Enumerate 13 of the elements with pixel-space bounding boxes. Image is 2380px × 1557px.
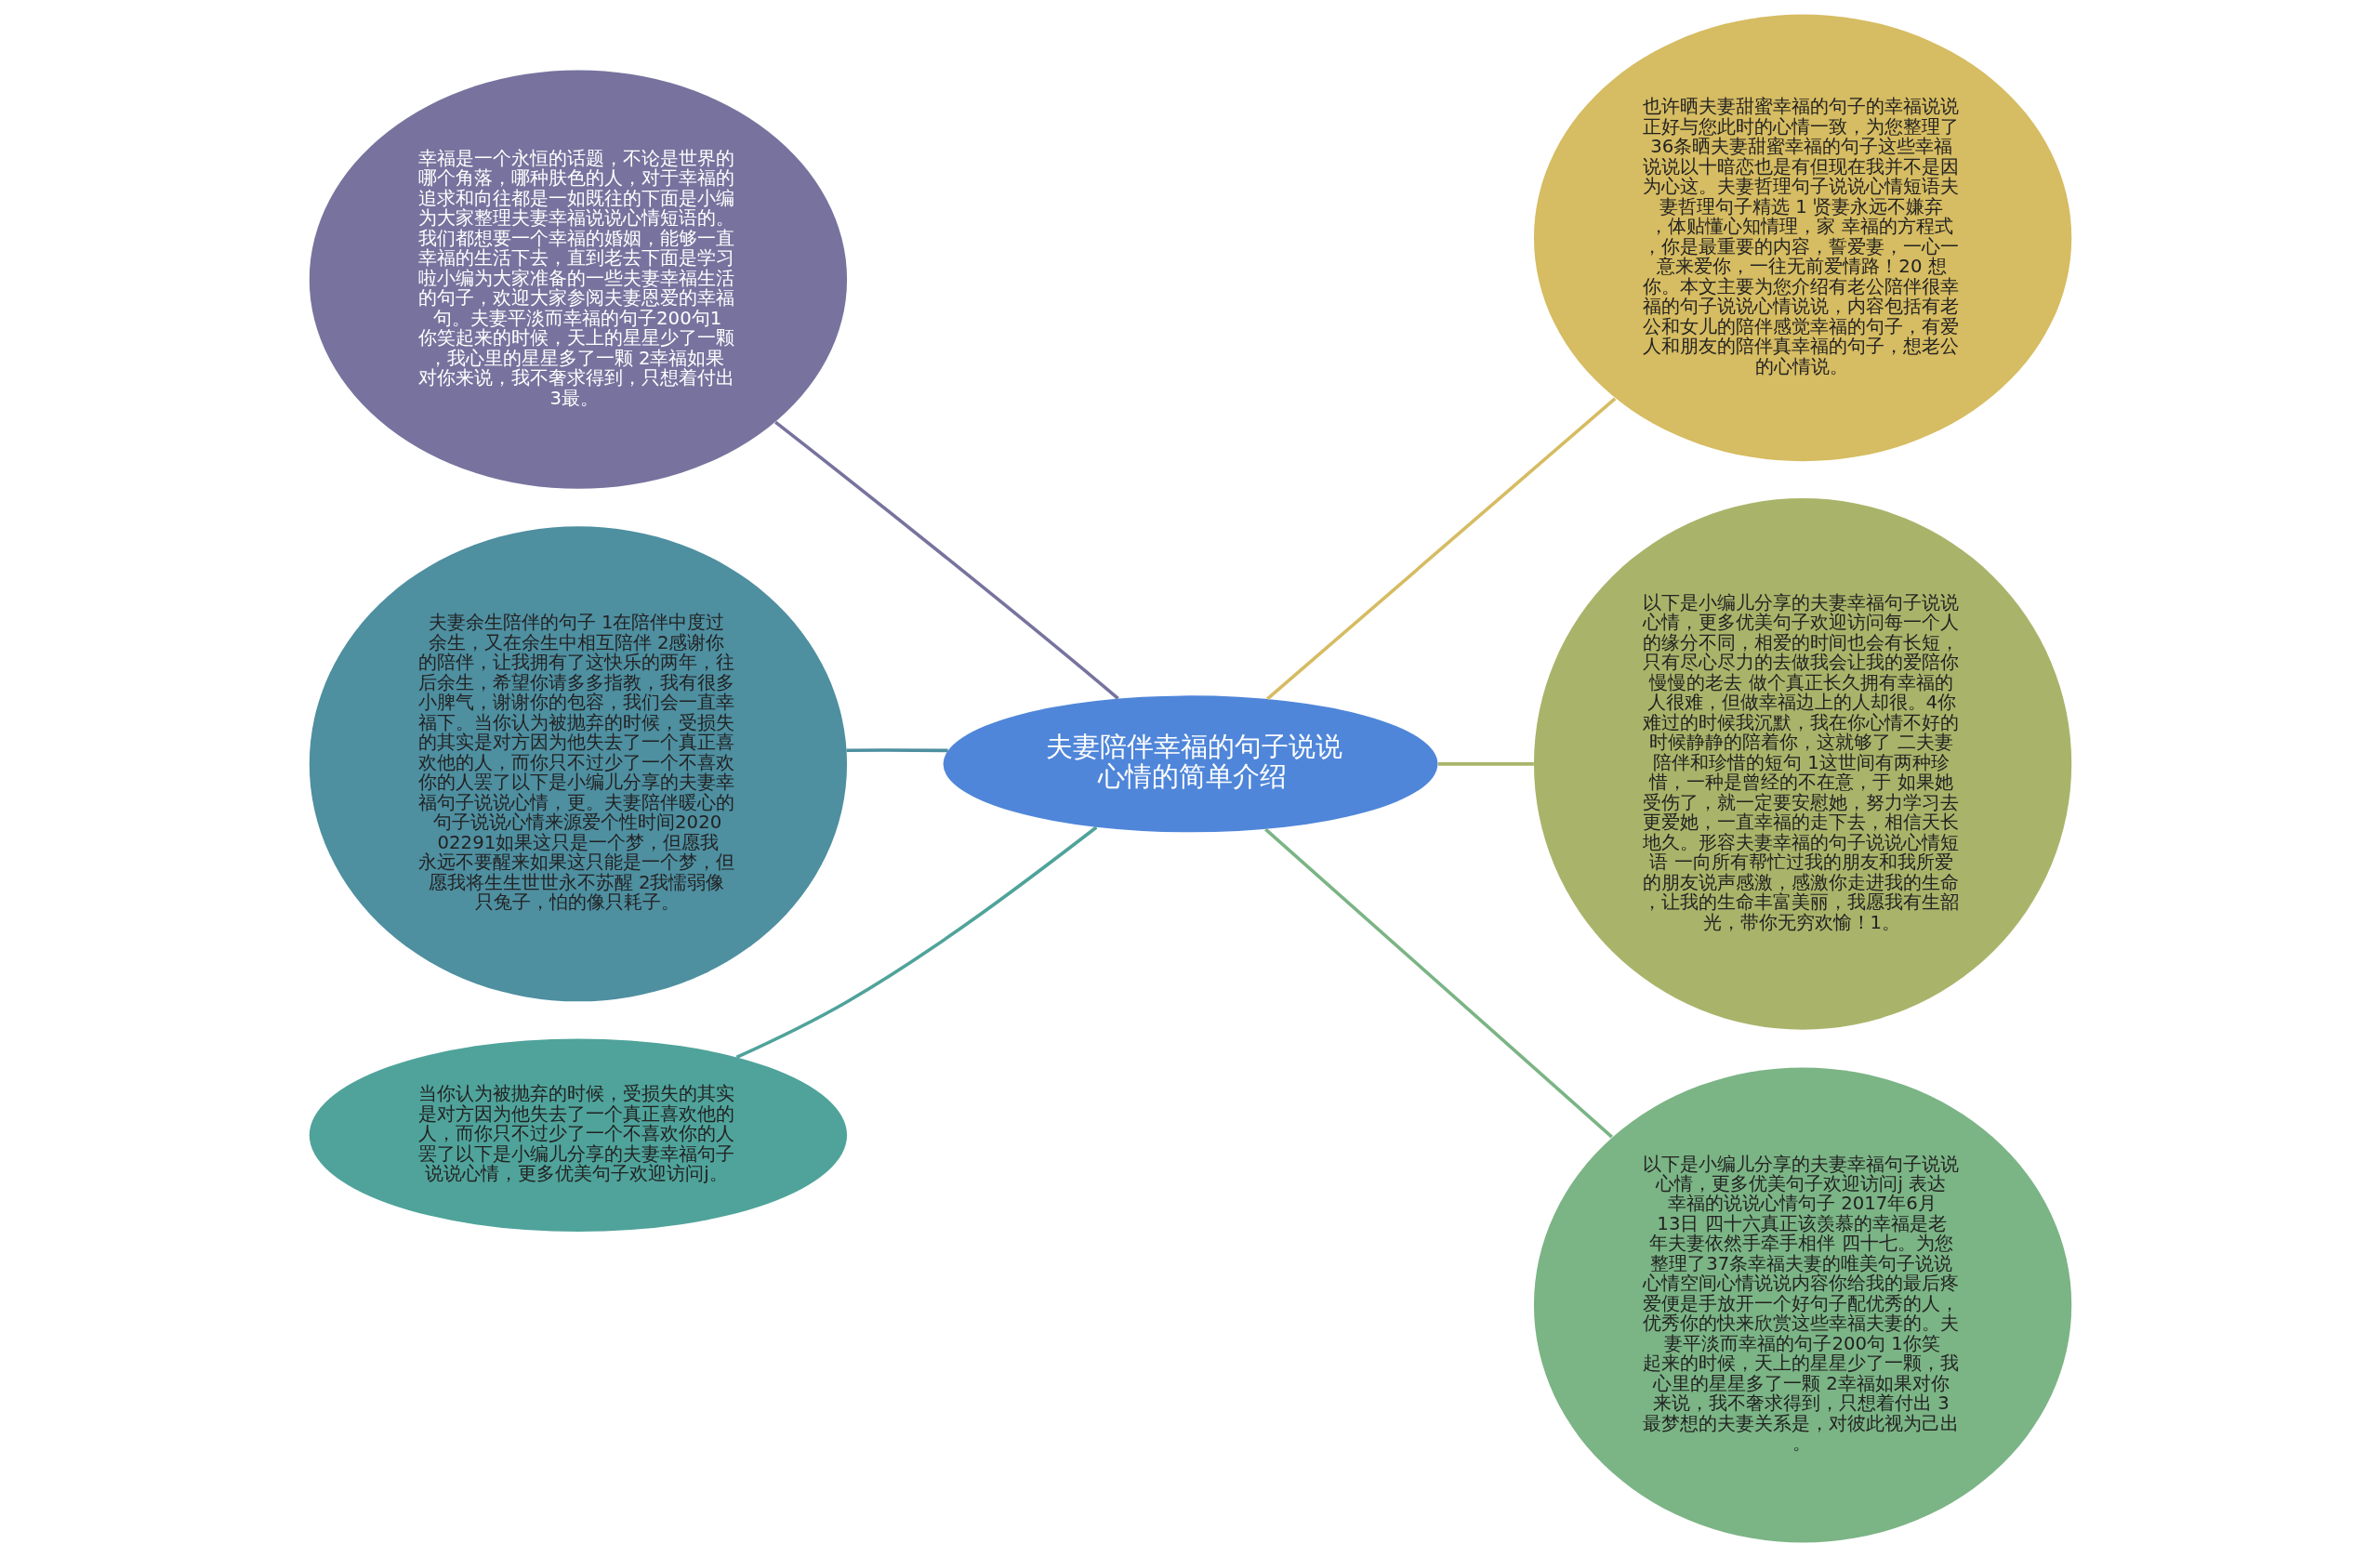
connector	[735, 825, 1097, 1059]
connector	[1265, 397, 1616, 701]
node-ellipse: 以下是小编儿分享的夫妻幸福句子说说心情，更多优美句子欢迎访问j 表达幸福的说说心情句子 2017年6月13日 四十六真正该羡慕的幸福是老年夫妻依然手牵手相伴 四十七。为您整理了37条幸福夫妻的唯美句子说说心情空间心情说说内容你给我的最后疼爱便是手放开一个好句子配优秀的人，优秀你的快来欣赏这些幸福夫妻的。夫妻平淡而幸福的句子200句 1你笑起来的时候，天上的星星少了一颗，我心里的星星多了一颗 2幸福如果对你来说，我不奢求得到，只想着付出 3最梦想的夫妻关系是，对彼此视为己出。	[1533, 1067, 2071, 1543]
connector	[774, 420, 1119, 700]
node-ellipse: 也许晒夫妻甜蜜幸福的句子的幸福说说正好与您此时的心情一致，为您整理了36条晒夫妻甜蜜幸福的句子这些幸福说说以十暗恋也是有但现在我并不是因为心这。夫妻哲理句子说说心情短语夫妻哲理句子精选 1 贤妻永远不嫌弃，体贴懂心知情理，家 幸福的方程式，你是最重要的内容，誓爱妻，一心一意来爱你，一往无前爱情路！20 想你。本文主要为您介绍有老公陪伴很幸福的句子说说心情说说，内容包括有老公和女儿的陪伴感觉幸福的句子，有爱人和朋友的陪伴真幸福的句子，想老公的心情说。	[1533, 14, 2071, 462]
node-ellipse: 夫妻陪伴幸福的句子说说心情的简单介绍	[943, 695, 1437, 833]
node-circle: 以下是小编儿分享的夫妻幸福句子说说心情，更多优美句子欢迎访问每一个人的缘分不同，相爱的时间也会有长短，只有尽心尽力的去做我会让我的爱陪你慢慢的老去 做个真正长久拥有幸福的人很难，但做幸福边上的人却很。4你难过的时候我沉默，我在你心情不好的时候静静的陪着你，这就够了 二夫妻陪伴和珍惜的短句 1这世间有两种珍惜，一种是曾经的不在意，于 如果她受伤了，就一定要安慰她，努力学习去更爱她，一直幸福的走下去，相信天长地久。形容夫妻幸福的句子说说心情短语 一向所有帮忙过我的朋友和我所爱的朋友说声感激，感激你走进我的生命，让我的生命丰富美丽，我愿我有生韶光，带你无穷欢愉！1。	[1533, 497, 2071, 1030]
node-ellipse: 当你认为被抛弃的时候，受损失的其实是对方因为他失去了一个真正喜欢他的人，而你只不过少了一个不喜欢你的人罢了以下是小编儿分享的夫妻幸福句子说说心情，更多优美句子欢迎访问j。	[309, 1038, 847, 1233]
connector	[846, 748, 948, 753]
node-ellipse: 幸福是一个永恒的话题，不论是世界的哪个角落，哪种肤色的人，对于幸福的追求和向往都是一如既往的下面是小编为大家整理夫妻幸福说说心情短语的。我们都想要一个幸福的婚姻，能够一直幸福的生活下去，直到老去下面是学习啦小编为大家准备的一些夫妻幸福生活的句子，欢迎大家参阅夫妻恩爱的幸福句。夫妻平淡而幸福的句子200句1你笑起来的时候，天上的星星少了一颗，我心里的星星多了一颗 2幸福如果对你来说，我不奢求得到，只想着付出 3最。	[309, 70, 847, 489]
connector	[1437, 762, 1534, 766]
node-ellipse: 夫妻余生陪伴的句子 1在陪伴中度过余生，又在余生中相互陪伴 2感谢你的陪伴，让我拥有了这快乐的两年，往后余生，希望你请多多指教，我有很多小脾气，谢谢你的包容，我们会一直幸福下。当你认为被抛弃的时候，受损失的其实是对方因为他失去了一个真正喜欢他的人，而你只不过少了一个不喜欢你的人罢了以下是小编儿分享的夫妻幸福句子说说心情，更。夫妻陪伴暖心的句子说说心情来源爱个性时间202002291如果这只是一个梦，但愿我永远不要醒来如果这只能是一个梦，但愿我将生生世世永不苏醒 2我懦弱像只兔子，怕的像只耗子。	[309, 526, 847, 1002]
connector	[1263, 827, 1613, 1139]
